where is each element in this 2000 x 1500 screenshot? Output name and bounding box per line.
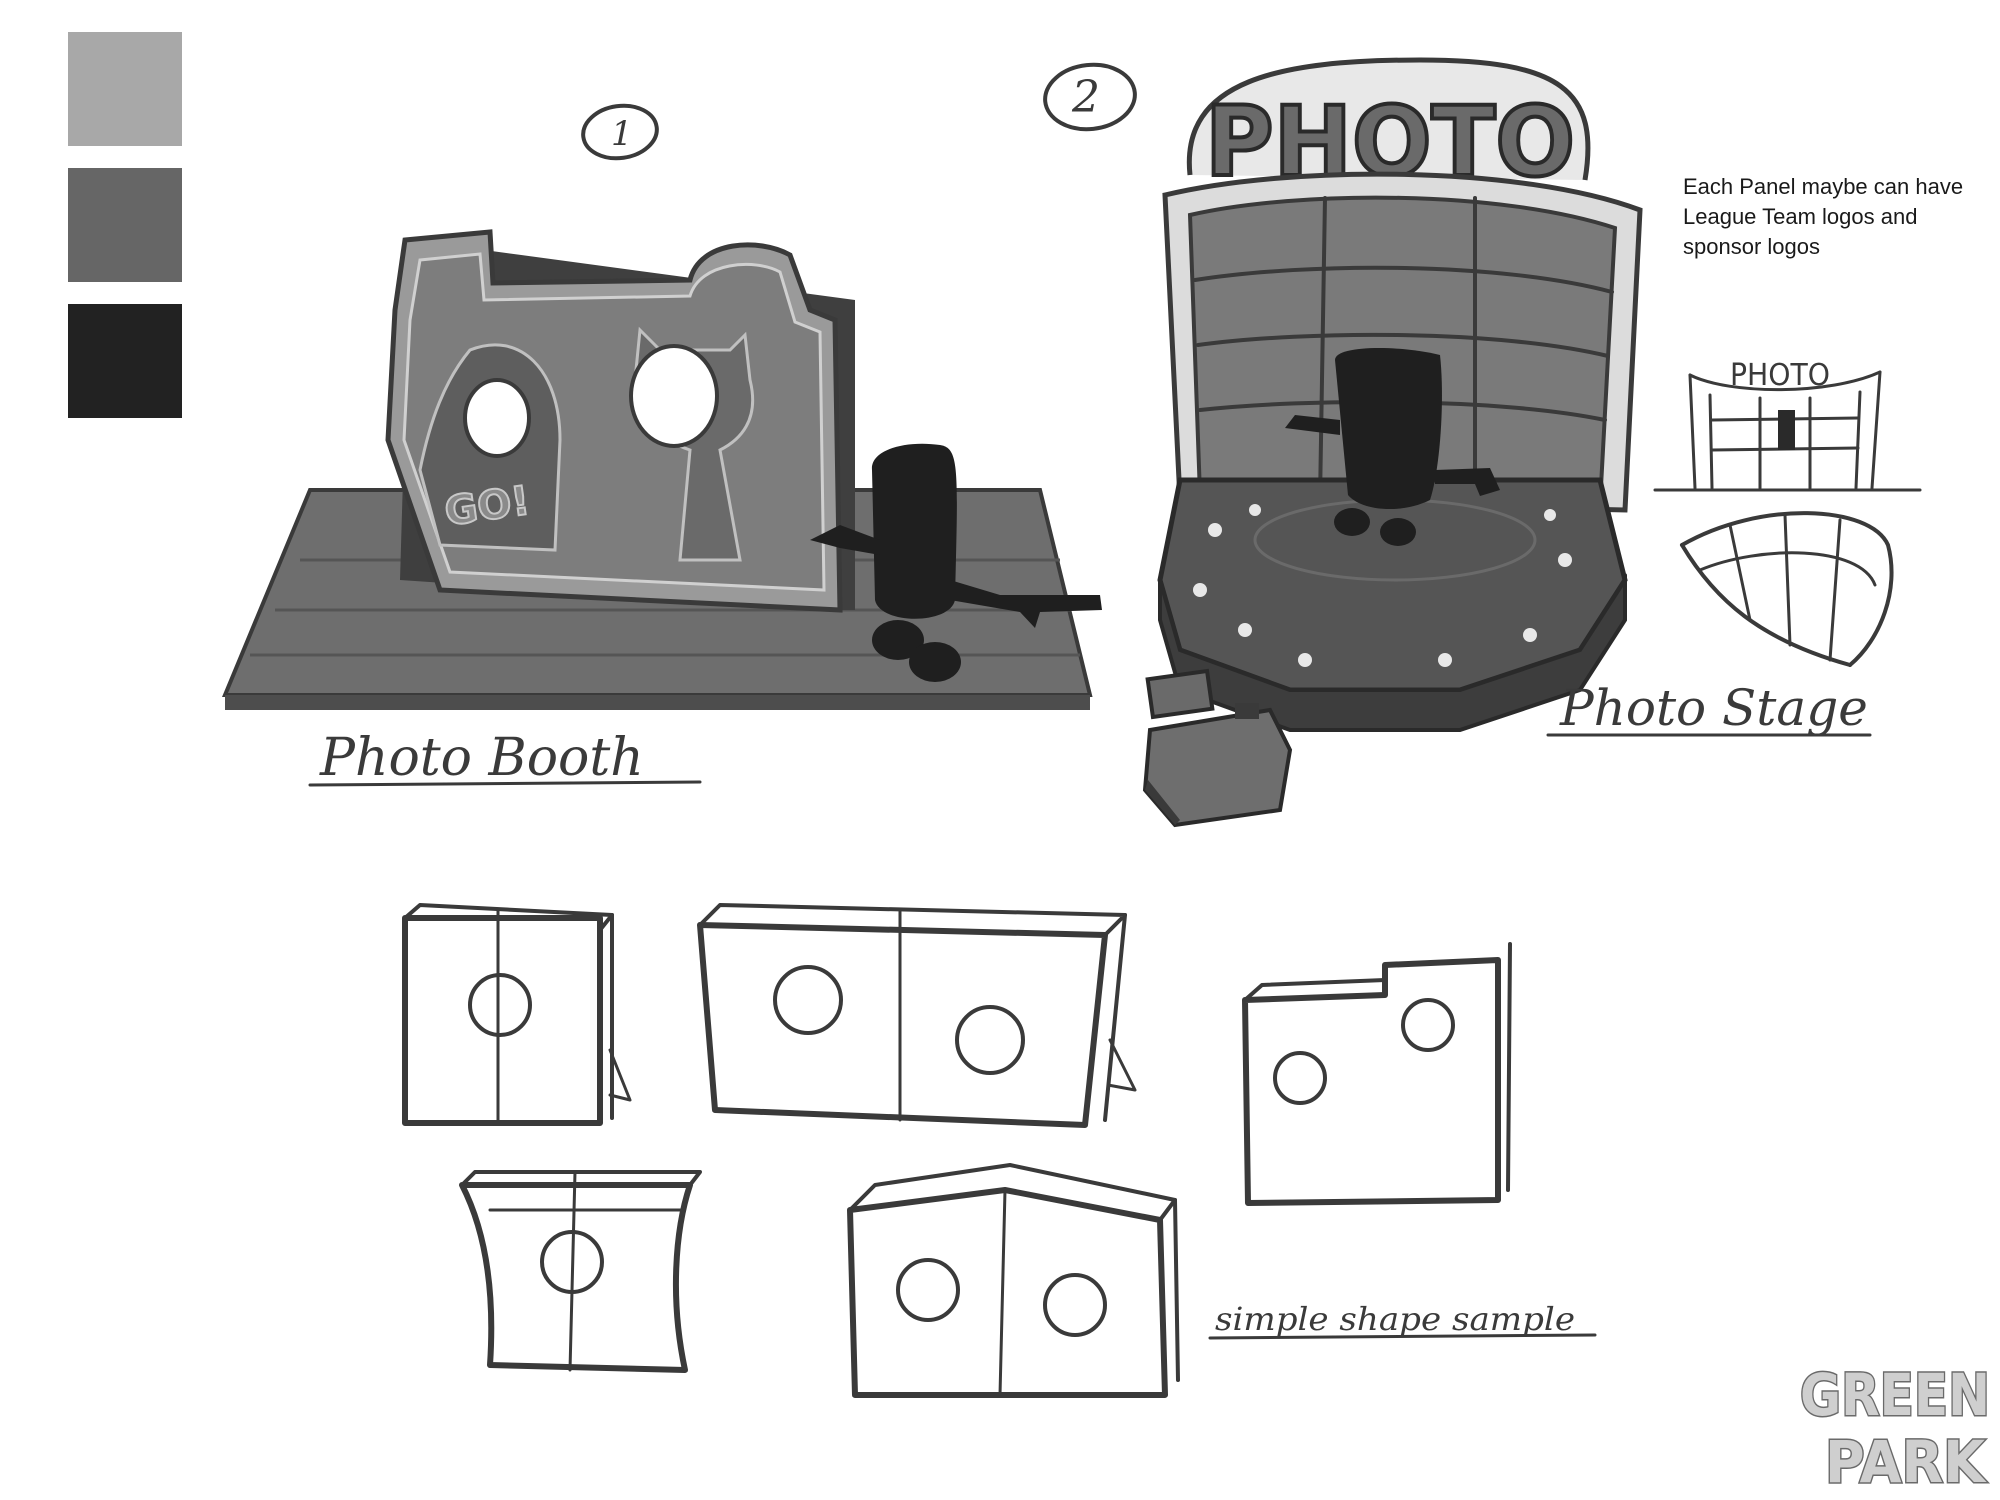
number-2-label: 2	[1071, 72, 1100, 123]
palette-swatch-mid	[68, 168, 182, 282]
stage-character-silhouette	[1285, 348, 1500, 546]
number-1-label: 1	[611, 114, 633, 154]
shape-sample-b	[697, 903, 1137, 1128]
panel-note-line-3: sponsor logos	[1683, 234, 1820, 259]
logo-line-2: PARK	[1825, 1428, 1987, 1496]
panel-note-line-1: Each Panel maybe can have	[1683, 174, 1964, 199]
simple-shape-samples: simple shape sample	[402, 903, 1597, 1398]
photo-stage-label: Photo Stage	[1559, 679, 1868, 737]
green-park-logo: GREEN PARK	[1799, 1360, 1992, 1498]
panel-note: Each Panel maybe can have League Team lo…	[1683, 172, 2000, 262]
booth-face-hole-right	[629, 344, 719, 448]
simple-shape-label: simple shape sample	[1215, 1300, 1575, 1338]
booth-face-hole-left	[463, 378, 531, 458]
number-2-marker: 2	[1043, 62, 1137, 132]
shape-sample-c	[1242, 942, 1512, 1206]
photo-stage-illustration: 2 PHOTO	[1043, 57, 1872, 828]
shape-sample-d	[459, 1170, 702, 1373]
palette-swatch-light	[68, 32, 182, 146]
palette-swatch-dark	[68, 304, 182, 418]
stage-thumbnail-front: PHOTO	[1653, 358, 1922, 492]
booth-character-silhouette	[810, 443, 1102, 682]
shape-sample-e	[847, 1163, 1180, 1398]
logo-line-1: GREEN	[1800, 1361, 1990, 1429]
photo-booth-label: Photo Booth	[319, 728, 644, 788]
shape-sample-a	[402, 903, 632, 1126]
number-1-marker: 1	[581, 103, 659, 161]
panel-note-line-2: League Team logos and	[1683, 204, 1918, 229]
stage-thumbnail-curve	[1680, 511, 1894, 667]
photo-booth-illustration: 1 GO!	[222, 103, 1102, 788]
camera-prop	[1142, 668, 1293, 828]
